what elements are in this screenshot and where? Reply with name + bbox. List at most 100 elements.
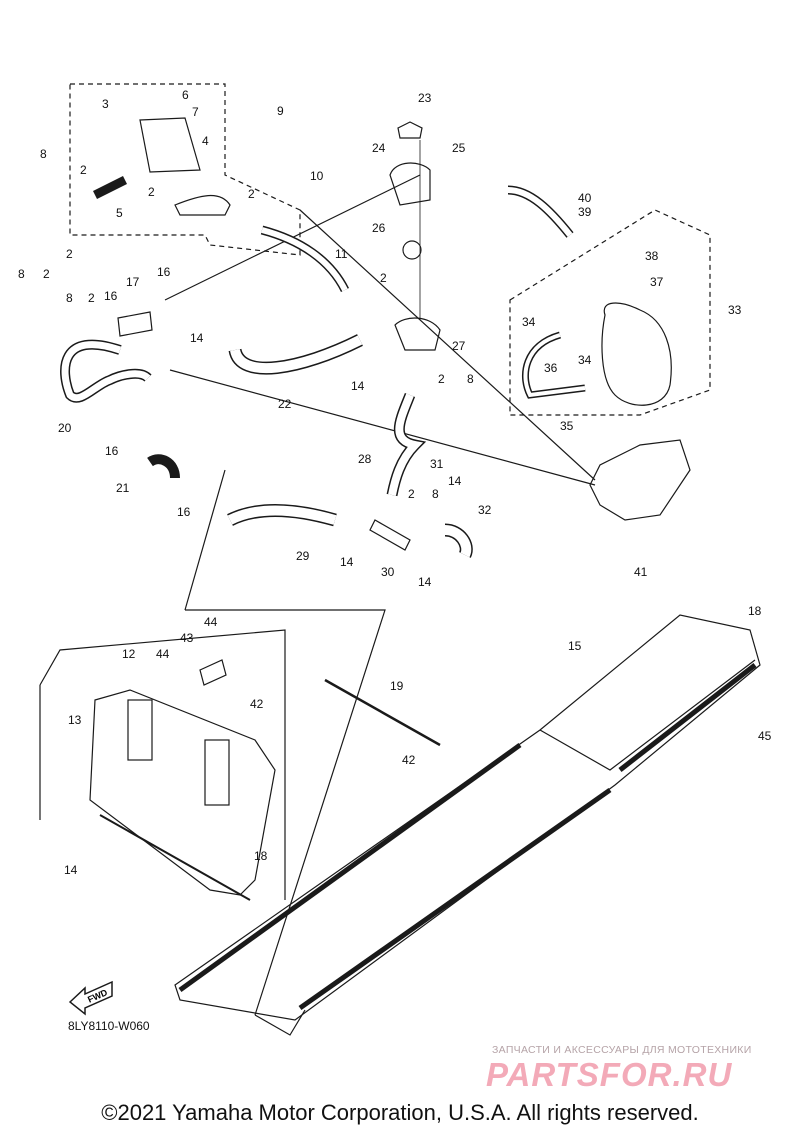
callout: 16 xyxy=(157,265,171,279)
callout: 15 xyxy=(568,639,582,653)
gasket-23 xyxy=(397,121,423,139)
callout: 2 xyxy=(148,185,155,199)
rod-19 xyxy=(324,678,441,747)
diagram-line xyxy=(227,505,337,525)
diagram-code: 8LY8110-W060 xyxy=(68,1019,150,1033)
hose-17 xyxy=(117,311,153,337)
callout: 17 xyxy=(126,275,140,289)
subassembly-boundary-8 xyxy=(69,83,301,256)
callout: 28 xyxy=(358,452,372,466)
callout: 2 xyxy=(66,247,73,261)
callout: 2 xyxy=(380,271,387,285)
diagram-line xyxy=(99,814,251,901)
callout: 14 xyxy=(340,555,354,569)
callout: 2 xyxy=(43,267,50,281)
callout: 5 xyxy=(116,206,123,220)
diagram-line xyxy=(539,659,756,771)
pump-4 xyxy=(139,117,201,173)
diagram-line xyxy=(254,1009,306,1036)
callout: 40 xyxy=(578,191,592,205)
callout: 37 xyxy=(650,275,664,289)
callout: 8 xyxy=(40,147,47,161)
callout: 11 xyxy=(335,247,348,261)
diagram-line xyxy=(174,194,231,216)
heat-exchanger-15 xyxy=(174,614,761,1021)
hose-5 xyxy=(92,175,128,200)
callout: 21 xyxy=(116,481,130,495)
callout: 14 xyxy=(448,474,462,488)
callout: 30 xyxy=(381,565,395,579)
callout: 16 xyxy=(104,289,118,303)
diagram-line xyxy=(261,227,348,292)
callout: 45 xyxy=(758,729,772,743)
callout: 10 xyxy=(310,169,324,183)
copyright-text: ©2021 Yamaha Motor Corporation, U.S.A. A… xyxy=(101,1100,699,1125)
callout: 7 xyxy=(192,105,199,119)
hose-43 xyxy=(199,659,227,686)
diagram-line xyxy=(184,469,226,611)
callout: 8 xyxy=(432,487,439,501)
callout: 2 xyxy=(438,372,445,386)
callout: 2 xyxy=(408,487,415,501)
diagram-line xyxy=(618,663,757,772)
callout: 2 xyxy=(80,163,87,177)
diagram-line xyxy=(169,369,596,486)
diagram-line xyxy=(204,739,230,806)
diagram-line xyxy=(39,629,286,900)
diagram-line xyxy=(127,699,153,761)
callout: 14 xyxy=(190,331,204,345)
callout: 9 xyxy=(277,104,284,118)
callout: 44 xyxy=(204,615,218,629)
watermark-logo: PARTSFOR.RU xyxy=(486,1056,733,1093)
callout: 44 xyxy=(156,647,170,661)
callout: 35 xyxy=(560,419,574,433)
bracket-41 xyxy=(589,439,691,521)
callout: 41 xyxy=(634,565,648,579)
diagram-line xyxy=(299,209,596,481)
callout: 33 xyxy=(728,303,742,317)
callout: 12 xyxy=(122,647,136,661)
radiator-12 xyxy=(89,689,276,896)
callout: 13 xyxy=(68,713,82,727)
hose-21 xyxy=(147,454,180,479)
fwd-arrow-icon xyxy=(68,980,113,1016)
callout: 25 xyxy=(452,141,466,155)
callout: 34 xyxy=(522,315,536,329)
joint-30 xyxy=(369,519,411,551)
callout: 34 xyxy=(578,353,592,367)
callout: 24 xyxy=(372,141,386,155)
callout: 14 xyxy=(351,379,365,393)
thermostat-cover xyxy=(394,317,441,351)
callout: 31 xyxy=(430,457,444,471)
callout: 8 xyxy=(66,291,73,305)
callout: 22 xyxy=(278,397,292,411)
callout: 16 xyxy=(105,444,119,458)
callout: 16 xyxy=(177,505,191,519)
thermostat-housing xyxy=(389,162,431,206)
callout: 14 xyxy=(418,575,432,589)
callout-labels: 3 6 7 8 2 4 2 5 2 9 10 11 2 8 2 2 8 2 17… xyxy=(18,88,772,877)
callout: 32 xyxy=(478,503,492,517)
callout: 29 xyxy=(296,549,310,563)
callout: 2 xyxy=(88,291,95,305)
watermark-tagline: ЗАПЧАСТИ И АКСЕССУАРЫ ДЛЯ МОТОТЕХНИКИ xyxy=(492,1044,752,1056)
callout: 8 xyxy=(18,267,25,281)
callout: 38 xyxy=(645,249,659,263)
callout: 26 xyxy=(372,221,386,235)
diagram-line xyxy=(444,525,472,558)
diagram-line xyxy=(507,187,573,237)
callout: 18 xyxy=(748,604,762,618)
callout: 20 xyxy=(58,421,72,435)
diagram-line xyxy=(388,393,424,496)
diagram-line xyxy=(185,609,386,1016)
callout: 6 xyxy=(182,88,189,102)
subassembly-boundary-33 xyxy=(509,209,711,416)
callout: 39 xyxy=(578,205,592,219)
callout: 43 xyxy=(180,631,194,645)
reservoir-tank xyxy=(601,302,672,406)
diagram-line xyxy=(298,787,612,1011)
callout: 19 xyxy=(390,679,404,693)
callout: 2 xyxy=(248,187,255,201)
callout: 42 xyxy=(250,697,264,711)
